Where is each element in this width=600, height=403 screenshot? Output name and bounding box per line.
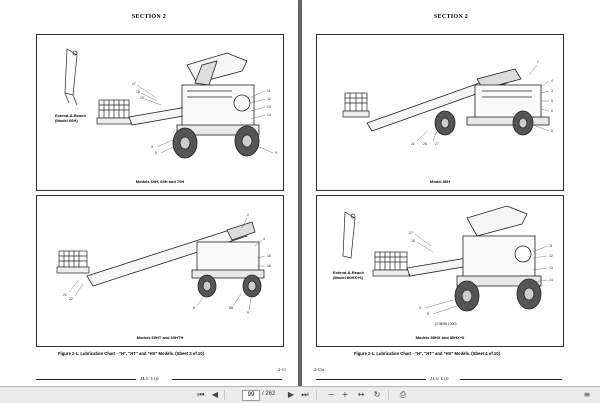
svg-text:3: 3 xyxy=(151,145,153,149)
panel-caption: Models 80HX and 80HX+6 xyxy=(415,335,465,340)
svg-text:13: 13 xyxy=(549,266,553,270)
zoom-in-icon[interactable]: + xyxy=(341,390,349,399)
viewer-toolbar: ⏮ ◀ / 262 ▶ ⏭ − + ↔ ↻ ⎙ ≡ xyxy=(0,386,600,403)
svg-text:17: 17 xyxy=(132,82,136,86)
inset-label-line: Extend-A-Reach xyxy=(55,113,86,118)
svg-text:11: 11 xyxy=(267,89,271,93)
svg-text:16: 16 xyxy=(267,264,271,268)
svg-text:5: 5 xyxy=(551,99,553,103)
footer-logo: JLG Lift xyxy=(430,376,450,381)
svg-text:22: 22 xyxy=(69,297,73,301)
inset-label-line: (Model 80HX+6) xyxy=(333,275,363,280)
page-total: / 262 xyxy=(262,391,276,397)
svg-text:8A: 8A xyxy=(229,306,234,310)
inset-label-line: Extend-A-Reach xyxy=(333,270,364,275)
svg-text:12: 12 xyxy=(549,254,553,258)
svg-text:4: 4 xyxy=(263,237,265,241)
footer-rule xyxy=(172,379,282,380)
svg-text:13: 13 xyxy=(267,105,271,109)
page-number-input[interactable] xyxy=(242,390,260,401)
figure-panel-80h: 2 4 3 5 6 21 26 27 8 Model 80H xyxy=(316,34,564,191)
svg-text:2: 2 xyxy=(247,213,249,217)
first-page-icon[interactable]: ⏮ xyxy=(197,390,205,399)
toolbar-divider xyxy=(224,390,225,400)
machine-drawing-80hx: 17 18 11 12 13 14 3 5 xyxy=(342,205,553,316)
section-heading: SECTION 2 xyxy=(131,14,167,20)
rotate-icon[interactable]: ↻ xyxy=(373,390,381,399)
svg-text:6: 6 xyxy=(551,109,553,113)
svg-text:14: 14 xyxy=(267,113,271,117)
last-page-icon[interactable]: ⏭ xyxy=(301,390,309,399)
footer-logo: JLG Lift xyxy=(140,376,160,381)
print-icon[interactable]: ⎙ xyxy=(399,390,407,399)
footer-rule xyxy=(460,379,562,380)
svg-text:18: 18 xyxy=(136,90,140,94)
machine-drawing-80h: 2 4 3 5 6 21 26 27 8 xyxy=(342,60,553,146)
svg-text:26: 26 xyxy=(423,142,427,146)
svg-text:5: 5 xyxy=(427,312,429,316)
svg-text:11: 11 xyxy=(549,244,553,248)
zoom-out-icon[interactable]: − xyxy=(327,390,335,399)
svg-text:5: 5 xyxy=(155,151,157,155)
svg-text:9: 9 xyxy=(247,311,249,315)
svg-text:8: 8 xyxy=(551,129,553,133)
menu-icon[interactable]: ≡ xyxy=(583,390,591,399)
page-number: 2-11a xyxy=(314,367,325,372)
footer-rule xyxy=(316,379,426,380)
panel-caption: Models 60HT and 60HTH xyxy=(136,335,184,340)
section-heading: SECTION 2 xyxy=(433,14,469,20)
right-page: SECTION 2 xyxy=(302,0,600,386)
extend-a-reach-label: Extend-A-Reach (Model 80HX+6) xyxy=(333,270,364,280)
svg-text:18: 18 xyxy=(411,239,415,243)
left-page: SECTION 2 xyxy=(0,0,298,386)
extend-a-reach-label: Extend-A-Reach (Model 66H) xyxy=(55,113,86,123)
svg-text:12: 12 xyxy=(267,97,271,101)
svg-text:8: 8 xyxy=(193,306,195,310)
toolbar-divider xyxy=(388,390,389,400)
svg-text:27: 27 xyxy=(435,142,439,146)
svg-text:14: 14 xyxy=(549,278,553,282)
svg-text:9: 9 xyxy=(275,151,277,155)
svg-text:3: 3 xyxy=(419,306,421,310)
panel-caption: Models 60H, 66H and 70H xyxy=(135,179,185,184)
svg-text:17: 17 xyxy=(409,231,413,235)
panel-caption: Model 80H xyxy=(429,179,450,184)
page-number: 2-11 xyxy=(278,367,287,372)
svg-text:3: 3 xyxy=(551,89,553,93)
detail-note: (2 W/50 1000) xyxy=(435,322,457,326)
svg-text:21: 21 xyxy=(411,142,415,146)
svg-text:2: 2 xyxy=(537,60,539,64)
svg-text:4: 4 xyxy=(551,79,553,83)
figure-caption: Figure 2-1. Lubrication Chart - "H", "HT… xyxy=(58,351,204,356)
figure-panel-80hx: 17 18 11 12 13 14 3 5 Extend-A-Reach (Model 8… xyxy=(316,195,564,347)
next-page-icon[interactable]: ▶ xyxy=(287,390,295,399)
toolbar-divider xyxy=(316,390,317,400)
figure-caption: Figure 2-1. Lubrication Chart - "H", "HT… xyxy=(354,351,500,356)
svg-text:21: 21 xyxy=(63,293,67,297)
fit-width-icon[interactable]: ↔ xyxy=(357,390,365,399)
footer-rule xyxy=(36,379,136,380)
inset-label-line: (Model 66H) xyxy=(55,118,78,123)
svg-text:10: 10 xyxy=(140,96,144,100)
svg-text:15: 15 xyxy=(267,254,271,258)
prev-page-icon[interactable]: ◀ xyxy=(211,390,219,399)
